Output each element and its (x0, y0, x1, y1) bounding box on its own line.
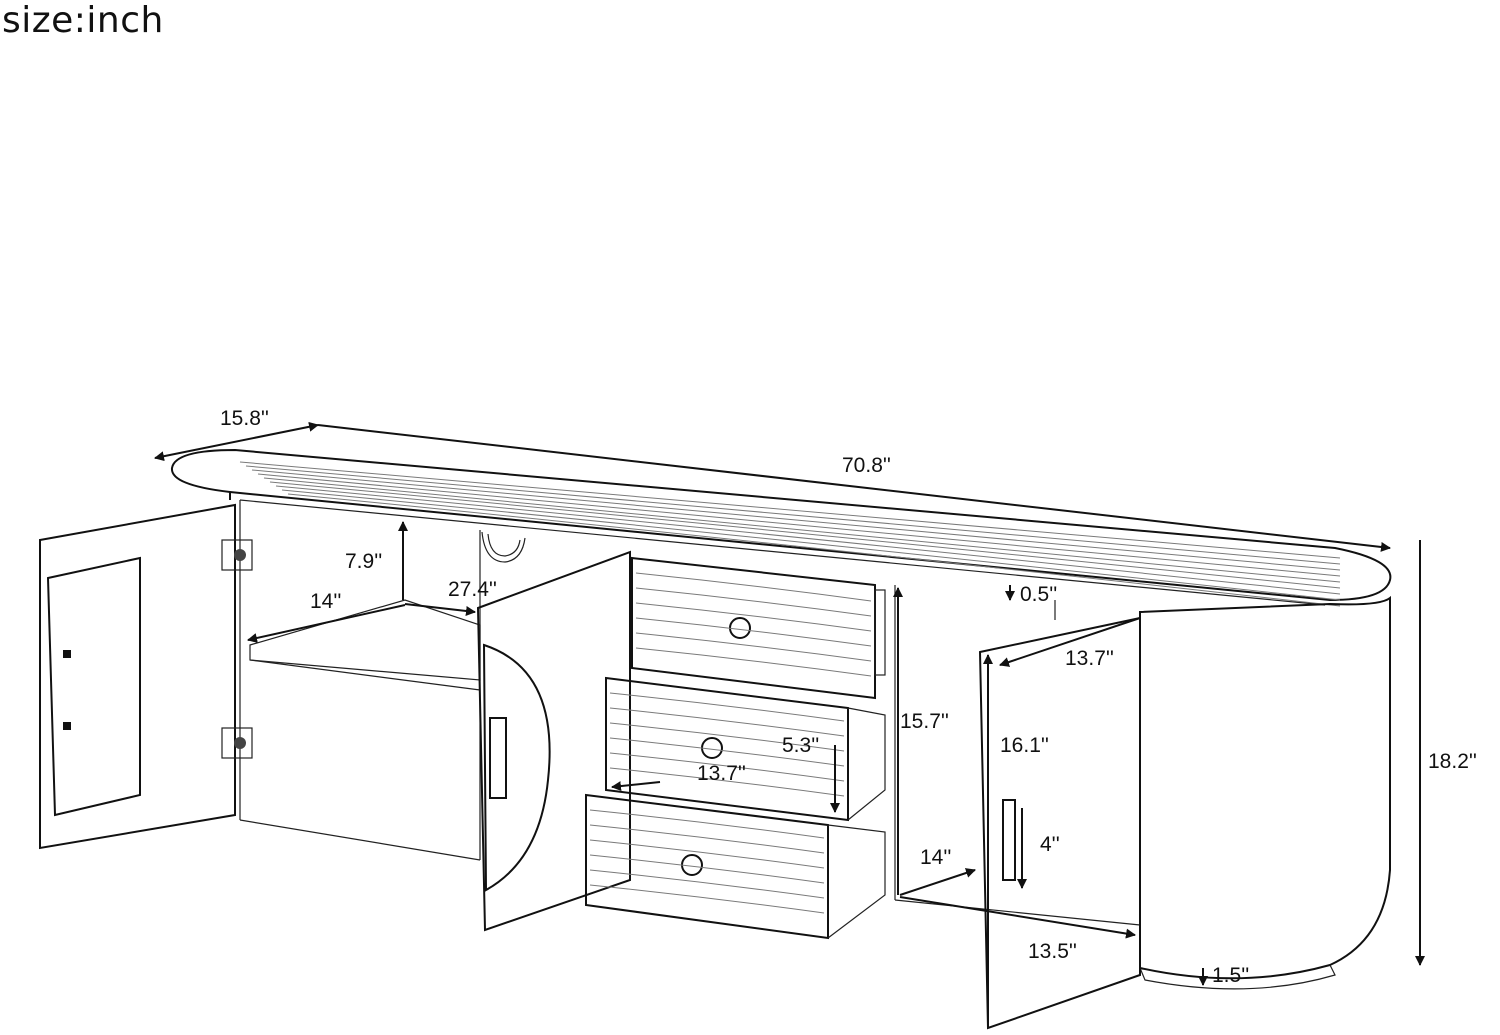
drawers (585, 556, 886, 940)
drawer-grain-line (635, 572, 872, 602)
label-shelf-height: 7.9'' (345, 550, 382, 573)
wood-grain-line (263, 477, 1341, 583)
label-inner-width: 13.5'' (1028, 940, 1077, 963)
drawer-grain-line (589, 809, 825, 839)
label-length: 70.8'' (842, 454, 891, 477)
wood-grain-line (251, 469, 1341, 571)
label-total-height: 18.2'' (1428, 750, 1477, 773)
drawer-grain-line (589, 824, 825, 854)
wood-grain-line (269, 481, 1341, 589)
label-drawer-height: 5.3'' (782, 734, 819, 757)
shelf (249, 599, 481, 681)
drawer-grain-line (609, 692, 845, 722)
drawer-2 (605, 676, 886, 822)
label-handle-length: 4'' (1040, 833, 1060, 856)
cabinet-body (171, 448, 1392, 990)
drawer-grain-line (635, 647, 872, 677)
dimension-labels: 15.8'' 70.8'' 7.9'' 14'' 27.4'' 0.5'' 13… (220, 407, 1477, 987)
hinge-top (221, 539, 253, 571)
drawer-grain (589, 572, 872, 914)
drawer-grain-line (635, 617, 872, 647)
drawer-grain-line (635, 602, 872, 632)
right-fluted-end (1139, 595, 1391, 980)
label-open-width: 27.4'' (448, 578, 497, 601)
drawer-grain-line (589, 854, 825, 884)
drawer-grain-line (589, 869, 825, 899)
drawer-grain-line (589, 884, 825, 914)
middle-door (476, 550, 631, 932)
label-top-gap: 0.5'' (1020, 583, 1057, 606)
drawer-grain-line (609, 722, 845, 752)
drawer-grain-line (635, 632, 872, 662)
label-depth: 15.8'' (220, 407, 269, 430)
drawer-grain-line (609, 707, 845, 737)
label-leg-height: 1.5'' (1212, 964, 1249, 987)
label-door-width: 13.7'' (1065, 647, 1114, 670)
hinge-bottom (221, 727, 253, 759)
right-door (978, 616, 1141, 1030)
label-drawer-width: 13.7'' (697, 762, 746, 785)
drawer-grain-line (609, 767, 845, 797)
label-inner-depth: 14'' (920, 846, 951, 869)
drawer-3 (585, 793, 886, 940)
wood-grain-line (257, 473, 1341, 577)
drawer-grain-line (635, 587, 872, 617)
wood-grain-line (287, 493, 1341, 607)
label-shelf-depth: 14'' (310, 590, 341, 613)
drawer-grain-line (609, 737, 845, 767)
drawer-grain-line (589, 839, 825, 869)
wood-grain-line (245, 465, 1341, 565)
label-door-height: 16.1'' (1000, 734, 1049, 757)
label-cabinet-height: 15.7'' (900, 710, 949, 733)
dimension-lines (154, 421, 1425, 1028)
unit-heading: size:inch (2, 0, 164, 41)
wood-grain-line (281, 489, 1341, 601)
wood-grain-line (275, 485, 1341, 595)
wood-grain-line (239, 461, 1341, 559)
left-door (39, 503, 253, 850)
cable-hole (481, 531, 526, 563)
drawer-grain-line (609, 752, 845, 782)
